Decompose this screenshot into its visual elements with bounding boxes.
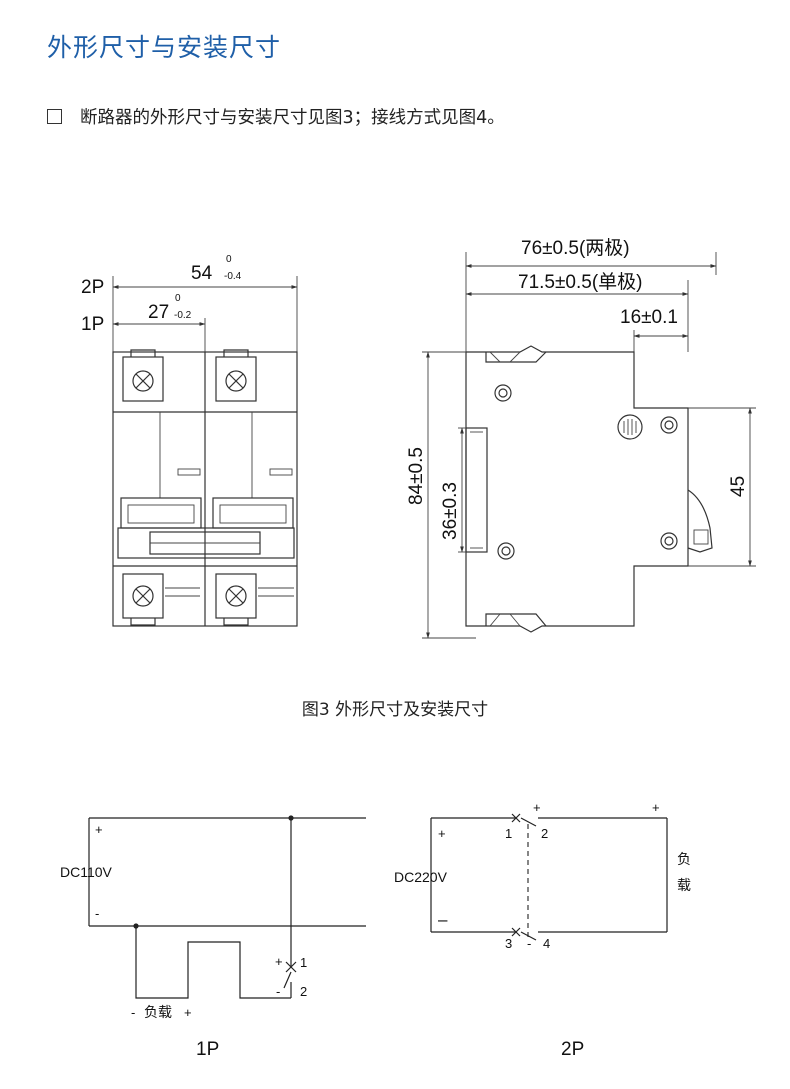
wiring-1p-diagram <box>88 815 366 999</box>
p1-load-plus: + <box>184 1005 192 1020</box>
p1-source: DC110V <box>60 864 113 880</box>
p1-label: 1P <box>196 1039 219 1060</box>
label-2p: 2P <box>81 277 104 298</box>
height-value: 84±0.5 <box>406 447 427 505</box>
width-1p-upper-tol: 0 <box>175 293 181 304</box>
width-2p-value: 54 <box>191 263 213 284</box>
label-1p: 1P <box>81 314 104 335</box>
section-title: 外形尺寸与安装尺寸 <box>47 33 282 62</box>
p2-plus: + <box>438 826 446 841</box>
p1-plus: + <box>95 822 103 837</box>
p1-load-minus: - <box>131 1005 135 1020</box>
p2-term-2: 2 <box>541 826 548 841</box>
intro-paragraph: 断路器的外形尺寸与安装尺寸见图3；接线方式见图4。 <box>47 104 505 129</box>
intro-text: 断路器的外形尺寸与安装尺寸见图3；接线方式见图4。 <box>80 108 505 128</box>
checkbox-icon <box>47 109 62 124</box>
width-2p-upper-tol: 0 <box>226 254 232 265</box>
p1-term-2: 2 <box>300 984 307 999</box>
width-2p-lower-tol: -0.4 <box>224 271 242 282</box>
step-value: 16±0.1 <box>620 307 678 328</box>
p2-minus: – <box>438 910 448 929</box>
p2-term-3: 3 <box>505 936 512 951</box>
p2-term-1: 1 <box>505 826 512 841</box>
p1-load: 负载 <box>144 1004 172 1020</box>
front-view-drawing <box>112 276 298 627</box>
side-view-drawing <box>422 252 756 639</box>
p1-term-1: 1 <box>300 955 307 970</box>
front-height-value: 45 <box>728 476 749 497</box>
p1-switch-plus: + <box>275 954 283 969</box>
p2-term-4: 4 <box>543 936 550 951</box>
p1-minus: - <box>95 906 99 921</box>
rail-height-value: 36±0.3 <box>440 482 461 540</box>
p2-right-plus: + <box>652 800 660 815</box>
p2-source: DC220V <box>394 869 448 885</box>
p1-switch-minus: - <box>276 984 280 999</box>
width-1p-value: 27 <box>148 302 169 323</box>
wiring-2p-diagram <box>430 813 668 941</box>
depth-2pole-value: 76±0.5(两极) <box>521 237 630 259</box>
p2-bottom-minus: - <box>527 936 531 951</box>
p2-top-plus: + <box>533 800 541 815</box>
p2-load-2: 载 <box>677 877 691 893</box>
p2-load-1: 负 <box>677 851 691 867</box>
figure3-caption: 图3 外形尺寸及安装尺寸 <box>301 700 489 720</box>
width-1p-lower-tol: -0.2 <box>174 310 192 321</box>
depth-1pole-value: 71.5±0.5(单极) <box>518 271 642 293</box>
p2-label: 2P <box>561 1039 584 1060</box>
